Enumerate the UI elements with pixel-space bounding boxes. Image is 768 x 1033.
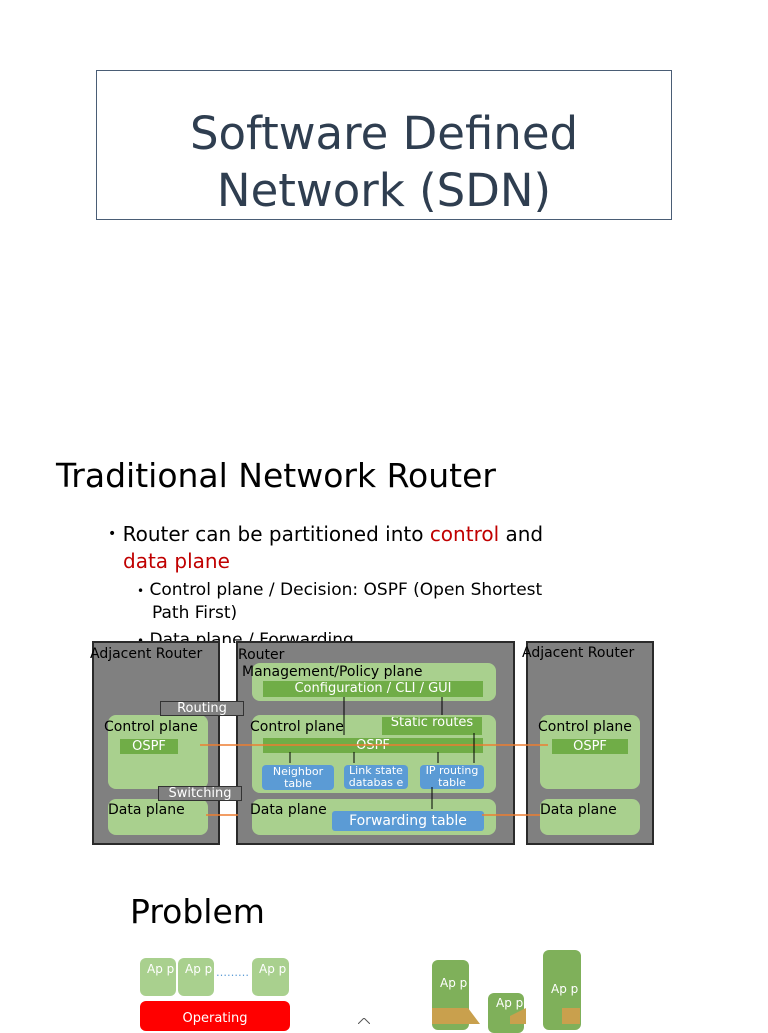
router-diagram: OSPF Adjacent Router Control plane Data … — [90, 641, 654, 846]
slide2-heading: Traditional Network Router — [56, 456, 496, 495]
title-line-1: Software Defined — [189, 107, 579, 160]
link-state-db: Link state databas e — [344, 765, 408, 789]
neighbor-table: Neighbor table — [262, 765, 334, 790]
app-box-2: Ap p — [178, 958, 214, 996]
right-data-plane-label: Data plane — [540, 802, 617, 818]
left-control-plane-label: Control plane — [104, 719, 198, 735]
left-ospf: OSPF — [120, 739, 178, 754]
left-data-pane — [108, 799, 208, 835]
title-box: Software Defined Network (SDN) — [96, 70, 672, 220]
bullet-1: • Router can be partitioned into control… — [108, 522, 543, 546]
sub-bullet-1-cont: Path First) — [152, 603, 238, 623]
adjacent-router-right-label: Adjacent Router — [522, 645, 635, 661]
sub-bullet-2: • Data plane / Forwarding — [137, 630, 354, 643]
app-box-1: Ap p — [140, 958, 176, 996]
ip-routing-table: IP routing table — [420, 765, 484, 789]
diagram-connectors — [200, 697, 548, 816]
bullet-1-control: control — [429, 522, 500, 546]
sub-bullet-1-text: Control plane / Decision: OSPF (Open Sho… — [149, 580, 543, 600]
app-dots: ……… — [216, 966, 249, 979]
mgmt-label: Management/Policy plane — [242, 664, 423, 680]
operating-system-box: Operating — [140, 1001, 290, 1031]
app-box-3: Ap p — [252, 958, 289, 996]
slide3-heading: Problem — [130, 892, 265, 931]
connector-mid — [510, 1008, 526, 1024]
connector-right — [562, 1008, 580, 1024]
connector-left — [432, 1008, 480, 1024]
adjacent-router-left-label: Adjacent Router — [90, 646, 203, 662]
app-connectors — [432, 1008, 580, 1024]
bullet-1-dataplane: data plane — [123, 549, 230, 573]
switching-tag: Switching — [158, 786, 242, 801]
sub-bullet-1: • Control plane / Decision: OSPF (Open S… — [137, 580, 542, 600]
right-control-plane-label: Control plane — [538, 719, 632, 735]
router-label: Router — [238, 647, 285, 663]
sub-bullet-dot: • — [137, 634, 145, 643]
arrow-hint-path — [358, 1018, 370, 1024]
sub-bullet-2-text: Data plane / Forwarding — [149, 630, 354, 643]
sub-bullet-dot: • — [137, 584, 145, 598]
right-data-pane — [540, 799, 640, 835]
static-routes: Static routes — [382, 717, 482, 735]
title-line-2: Network (SDN) — [216, 164, 552, 217]
config-bar: Configuration / CLI / GUI — [263, 681, 483, 697]
adjacent-router-right: OSPF — [526, 641, 654, 845]
arrow-hint — [358, 1018, 370, 1024]
forwarding-table: Forwarding table — [332, 811, 484, 831]
routing-tag: Routing — [160, 701, 244, 716]
bullet-1-text: Router can be partitioned into — [122, 522, 430, 546]
bullet-1-and: and — [499, 522, 544, 546]
left-data-plane-label: Data plane — [108, 802, 185, 818]
adjacent-router-left: OSPF — [92, 641, 220, 845]
center-control-plane-label: Control plane — [250, 719, 344, 735]
router-main: Configuration / CLI / GUI OSPF Static ro… — [236, 641, 515, 845]
right-ospf: OSPF — [552, 739, 628, 754]
bullet-dot: • — [108, 526, 117, 542]
center-data-plane-label: Data plane — [250, 802, 327, 818]
